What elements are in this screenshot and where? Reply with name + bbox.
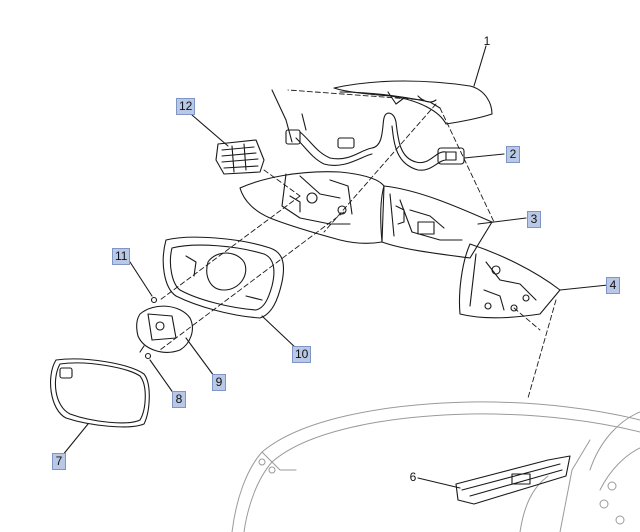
assembly-dashed-lines: [159, 89, 557, 399]
part-10-glass-frame: [162, 236, 285, 319]
mirror-base-bracket: [239, 171, 385, 244]
callout-12: 12: [176, 98, 196, 115]
callout-3: 3: [527, 211, 541, 228]
part-9-actuator: [136, 305, 193, 353]
callout-2: 2: [506, 146, 520, 163]
callout-6: 6: [409, 470, 417, 484]
door-body-outline: [231, 401, 640, 532]
part-6-trim-module: [455, 455, 571, 505]
callout-10: 10: [292, 346, 312, 363]
part-7-mirror-glass: [50, 358, 150, 428]
part-4-housing-bracket: [458, 243, 561, 319]
part-12-control-module: [215, 139, 265, 175]
part-11-screw: [150, 296, 158, 304]
part-2-wiring-harness: [271, 89, 465, 171]
part-8-screw: [144, 352, 152, 360]
callout-4: 4: [606, 277, 620, 294]
callout-1: 1: [483, 34, 491, 48]
part-3-mirror-housing: [380, 185, 493, 259]
callout-9: 9: [212, 374, 226, 391]
callout-8: 8: [172, 391, 186, 408]
part-1-mirror-cover: [333, 80, 493, 125]
callout-11: 11: [112, 248, 131, 265]
callout-7: 7: [52, 453, 66, 470]
